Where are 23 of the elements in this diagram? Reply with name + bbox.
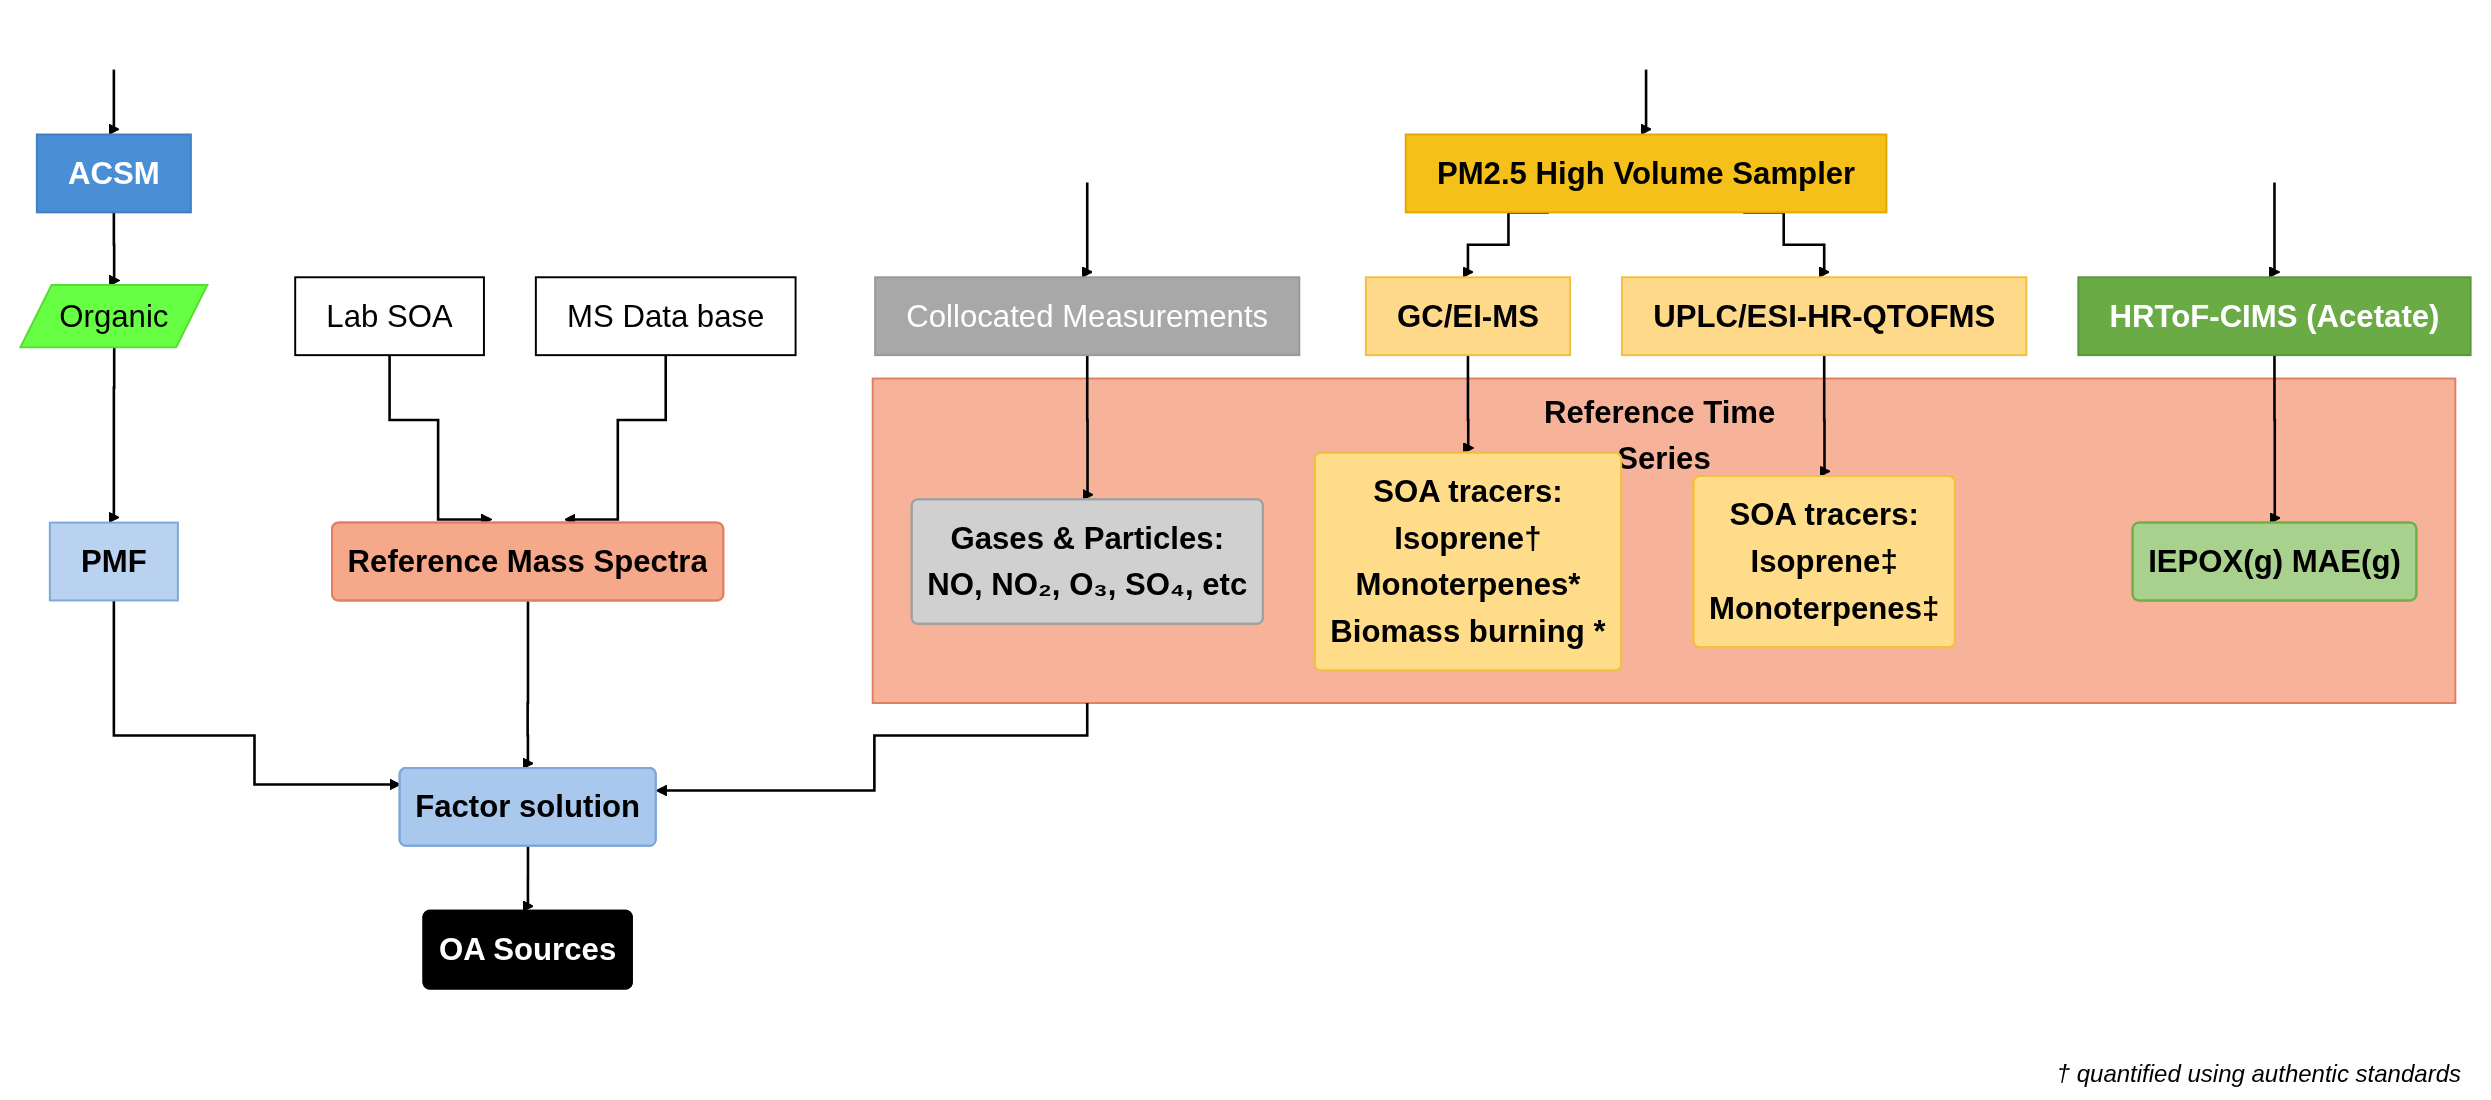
process-box: PM2.5 High Volume Sampler <box>1404 133 1888 214</box>
process-box: GC/EI-MS <box>1364 276 1572 357</box>
arrow <box>1640 68 1652 135</box>
arrow <box>1081 181 1093 278</box>
process-box: Collocated Measurements <box>874 276 1301 357</box>
process-box: PMF <box>48 521 179 602</box>
arrow <box>522 845 534 912</box>
process-box: MS Data base <box>534 276 797 357</box>
arrow <box>655 701 1089 797</box>
footnote: † quantified using authentic standards <box>2056 1060 2461 1088</box>
rounded-box: SOA tracers: Isoprene‡ Monoterpenes‡ <box>1692 474 1956 649</box>
arrow <box>2268 181 2281 278</box>
process-box: HRToF-CIMS (Acetate) <box>2077 276 2472 357</box>
rounded-box: Reference Mass Spectra <box>331 521 725 602</box>
rounded-box: OA Sources <box>422 909 633 990</box>
rounded-box: Gases & Particles: NO, NO₂, O₃, SO₄, etc <box>910 498 1264 625</box>
process-box: Lab SOA <box>294 276 485 357</box>
arrow <box>108 68 120 135</box>
data-parallelogram: Organic <box>18 284 209 349</box>
rounded-box: Factor solution <box>398 766 657 847</box>
process-box: UPLC/ESI-HR-QTOFMS <box>1621 276 2028 357</box>
rounded-box: IEPOX(g) MAE(g) <box>2131 521 2418 602</box>
process-box: ACSM <box>35 133 192 214</box>
